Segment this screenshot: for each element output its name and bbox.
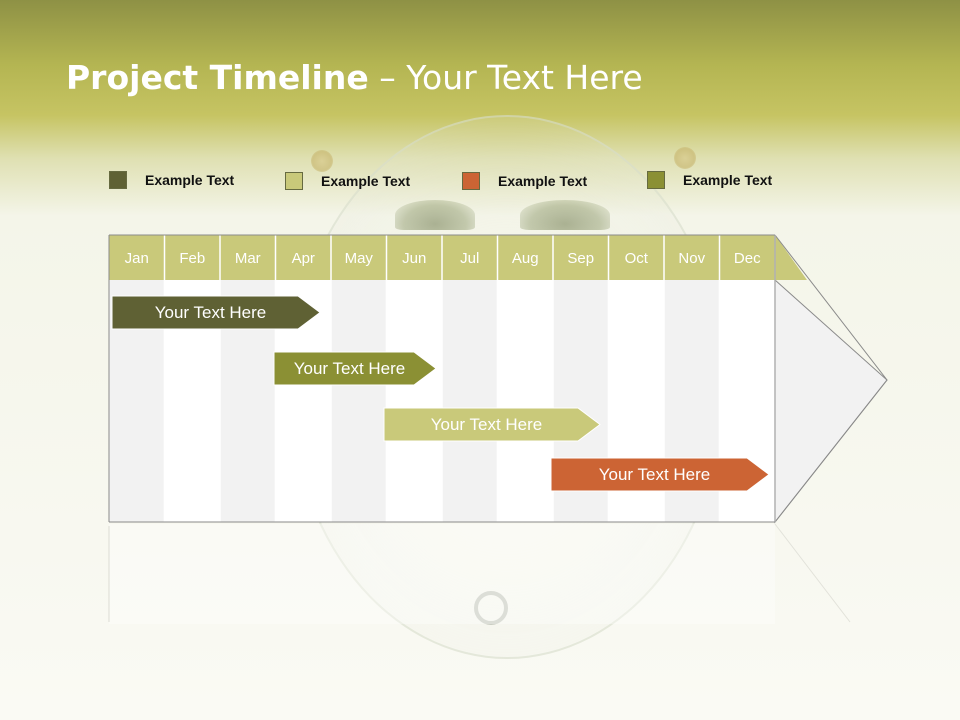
title-bold: Project Timeline [66, 58, 369, 97]
month-label-mar: Mar [234, 250, 261, 267]
month-header-cell [664, 235, 720, 280]
legend-label: Example Text [321, 173, 411, 189]
page-title: Project Timeline – Your Text Here [66, 58, 643, 97]
legend-swatch [462, 172, 480, 190]
month-label-sep: Sep [567, 250, 595, 267]
legend-item-1: Example Text [109, 171, 234, 189]
month-header-cell [331, 235, 387, 280]
month-label-may: May [344, 250, 373, 267]
month-header-cell [497, 235, 553, 280]
month-label-jun: Jun [402, 250, 427, 267]
task-bar-label-3: Your Text Here [430, 415, 543, 434]
task-bar-4 [550, 457, 770, 492]
legend-item-4: Example Text [647, 171, 772, 189]
month-column [386, 280, 442, 522]
month-header-cell [553, 235, 609, 280]
month-column [442, 280, 498, 522]
title-rest: – Your Text Here [368, 58, 643, 97]
legend-item-2: Example Text [285, 172, 410, 190]
month-header-cell [386, 235, 442, 280]
timeline-svg [108, 234, 888, 624]
legend-item-3: Example Text [462, 172, 587, 190]
month-label-oct: Oct [624, 250, 648, 267]
task-bar-2 [273, 351, 437, 386]
legend-swatch [647, 171, 665, 189]
legend-swatch [109, 171, 127, 189]
month-header-cell [164, 235, 220, 280]
arrow-head-header [775, 235, 807, 280]
month-header-cell [608, 235, 664, 280]
garnish-decoration [311, 150, 333, 172]
month-label-jul: Jul [460, 250, 480, 267]
greens-decoration [395, 200, 475, 230]
task-bar-1 [111, 295, 321, 330]
month-label-feb: Feb [179, 250, 206, 267]
month-label-dec: Dec [733, 250, 761, 267]
ring-decoration [474, 591, 508, 625]
month-header-cell [719, 235, 775, 280]
month-label-jan: Jan [124, 250, 149, 267]
legend-label: Example Text [145, 172, 235, 188]
month-label-apr: Apr [291, 250, 315, 267]
task-bar-label-1: Your Text Here [154, 303, 267, 322]
arrow-head-outline [774, 234, 888, 523]
task-bar-label-2: Your Text Here [293, 359, 406, 378]
month-header-cell [442, 235, 498, 280]
task-bar-3 [383, 407, 601, 442]
month-header-cell [109, 235, 165, 280]
month-label-nov: Nov [678, 250, 706, 267]
legend-label: Example Text [683, 172, 773, 188]
month-column [331, 280, 387, 522]
legend-swatch [285, 172, 303, 190]
month-header-cell [220, 235, 276, 280]
legend-label: Example Text [498, 173, 588, 189]
task-bar-label-4: Your Text Here [598, 465, 711, 484]
reflection-panel [109, 524, 775, 624]
greens-decoration [520, 200, 610, 230]
garnish-decoration [674, 147, 696, 169]
month-label-aug: Aug [511, 250, 539, 267]
reflection-edge [774, 523, 851, 623]
month-header-cell [275, 235, 331, 280]
month-column [497, 280, 553, 522]
